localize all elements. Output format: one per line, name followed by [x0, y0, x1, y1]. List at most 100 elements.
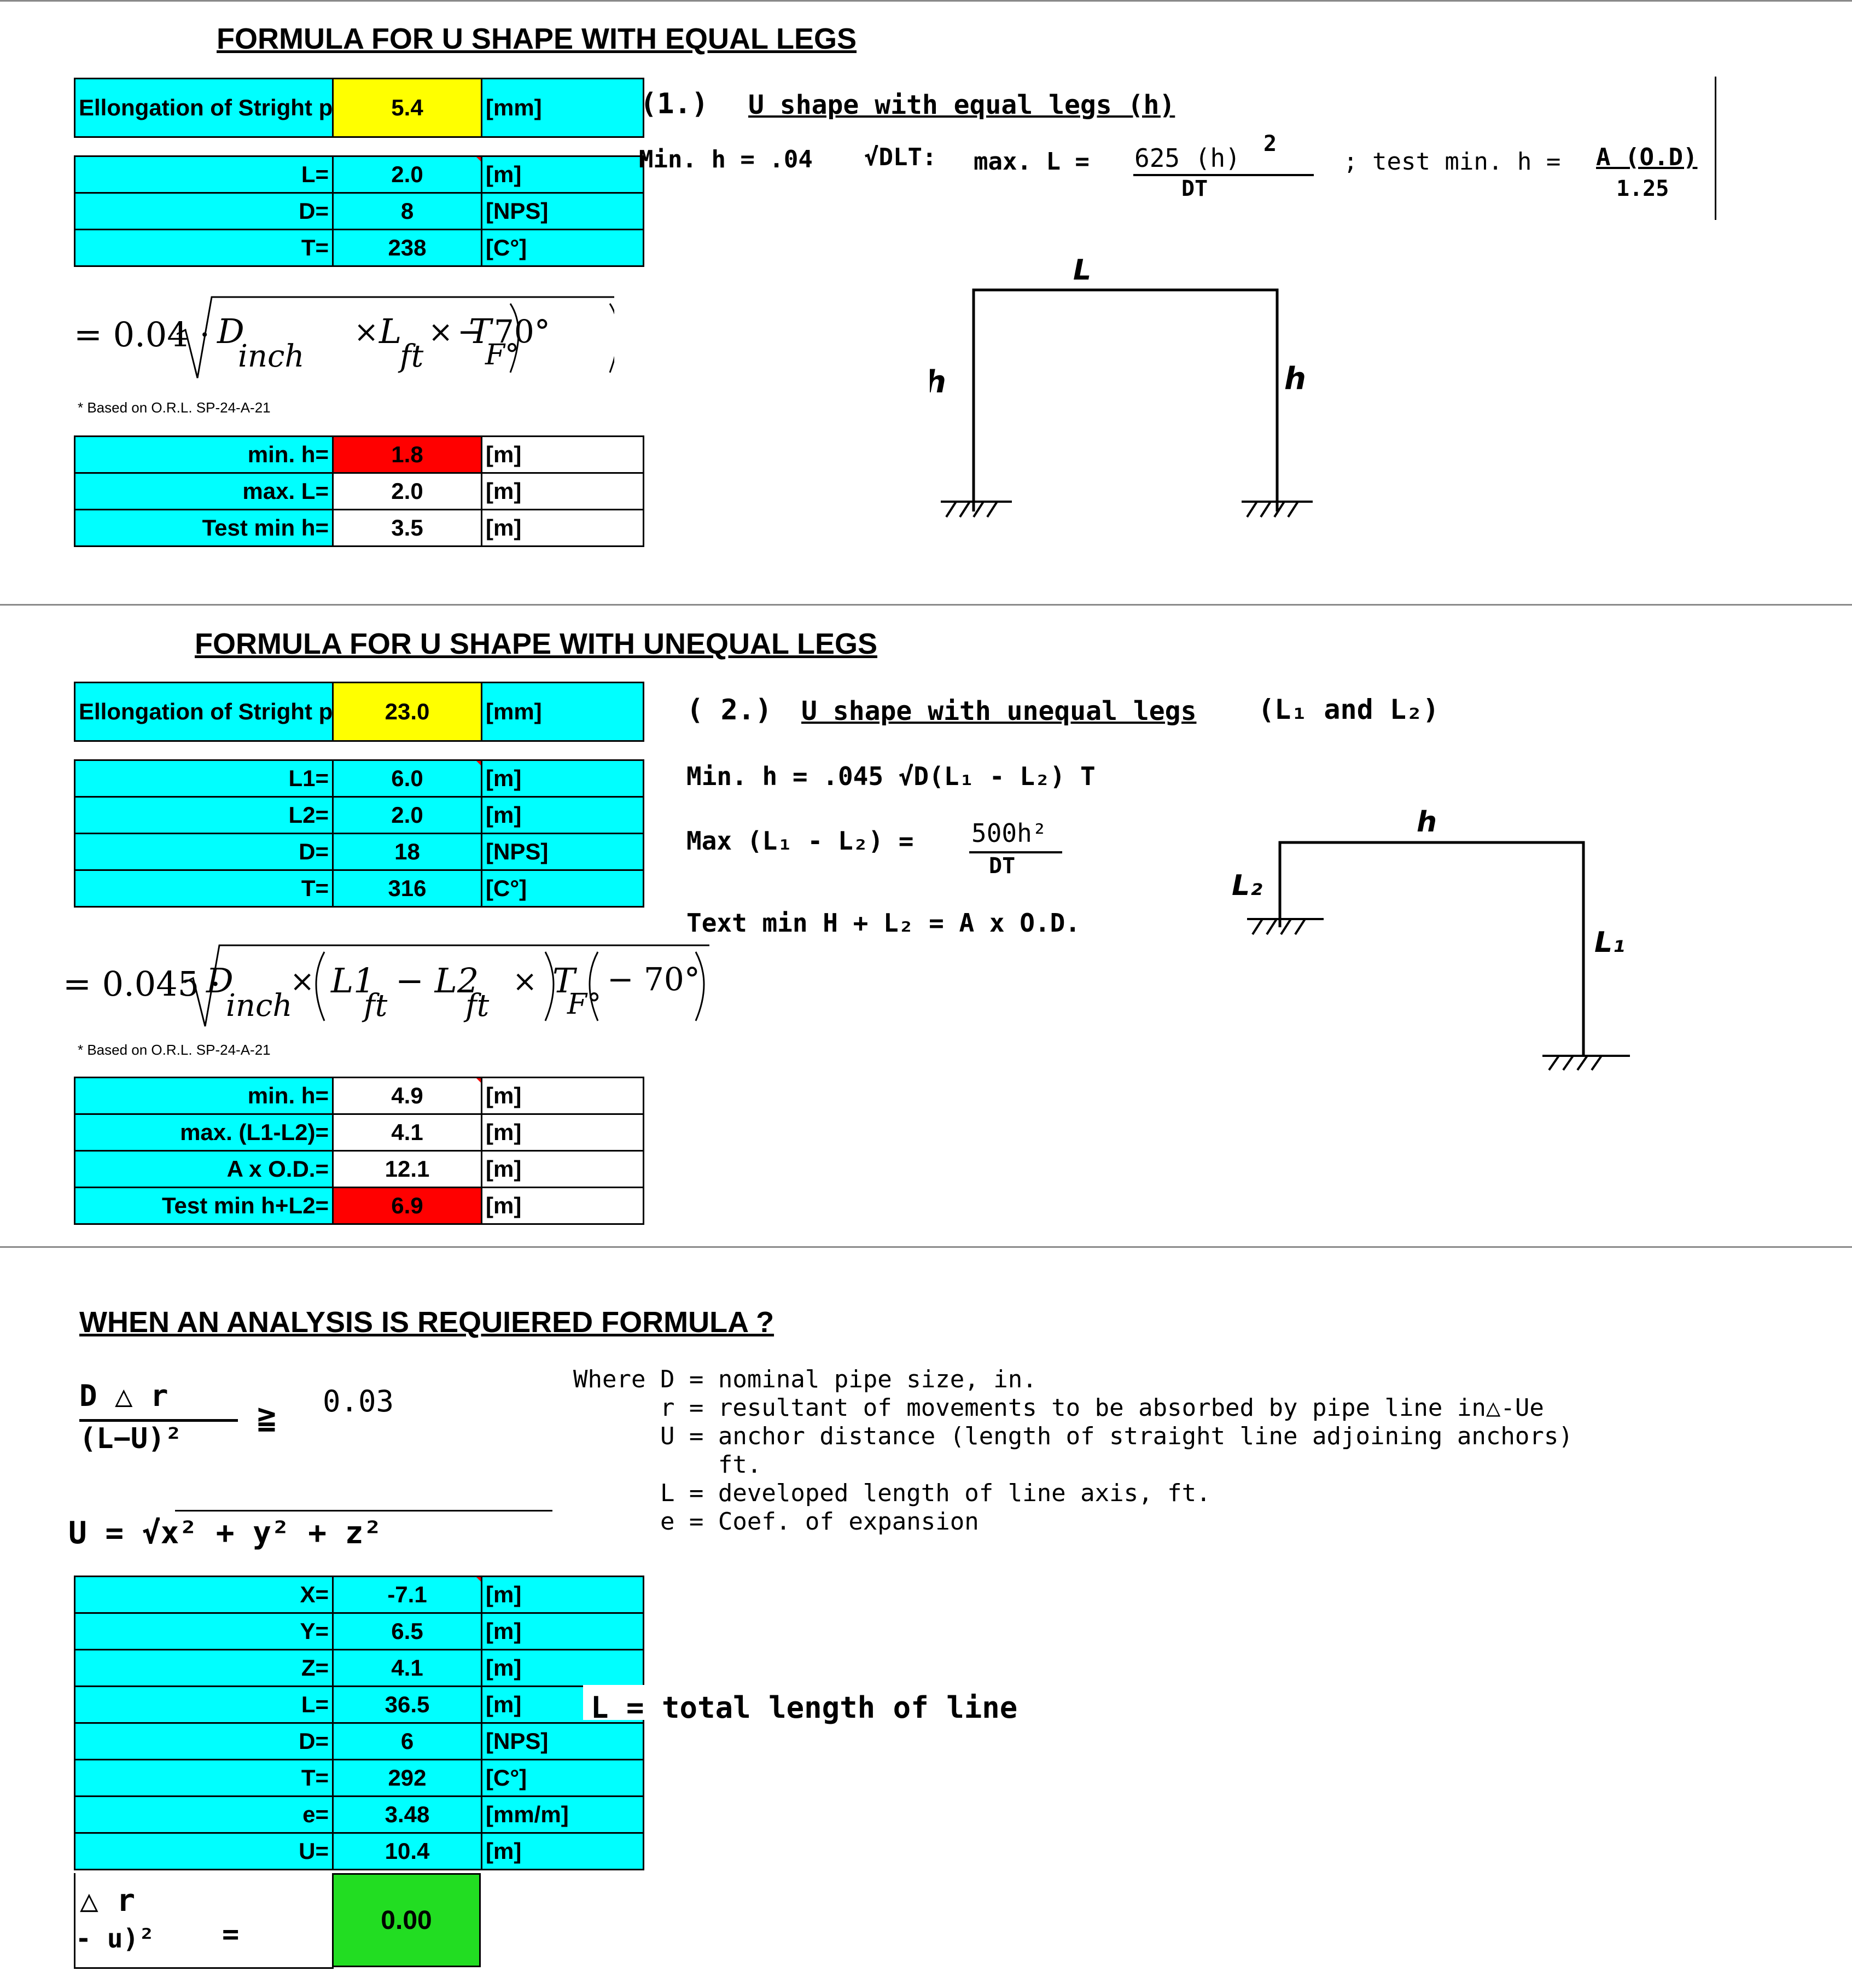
- input-value-D[interactable]: 6: [332, 1722, 482, 1760]
- input-value-e[interactable]: 3.48: [332, 1795, 482, 1834]
- elongation-value[interactable]: 5.4: [332, 78, 482, 138]
- where-line: Where D = nominal pipe size, in.: [573, 1365, 1037, 1393]
- result-label: min. h=: [74, 435, 334, 474]
- diag2-label-left: L₂: [1232, 869, 1262, 902]
- input-value-L[interactable]: 36.5: [332, 1685, 482, 1724]
- result-label: max. (L1-L2)=: [74, 1113, 334, 1152]
- input-value-T[interactable]: 316: [332, 869, 482, 908]
- elongation-unit: [mm]: [481, 682, 644, 742]
- section3-title: WHEN AN ANALYSIS IS REQUIERED FORMULA ?: [79, 1306, 774, 1339]
- input-unit: [m]: [481, 155, 644, 194]
- formula-t: T: [552, 961, 575, 1001]
- result-test-min-h-l2: 6.9: [332, 1187, 482, 1225]
- result-unit: [m]: [481, 509, 644, 547]
- input-value-T[interactable]: 292: [332, 1759, 482, 1797]
- top-border: [0, 0, 1852, 2]
- input-label: D=: [74, 833, 334, 871]
- sqrt-sign: [184, 944, 709, 1027]
- table-row: X= -7.1 [m]: [74, 1576, 644, 1614]
- table-row: e= 3.48 [mm/m]: [74, 1795, 644, 1834]
- result-label: Test min h+L2=: [74, 1187, 334, 1225]
- table-row: Y= 6.5 [m]: [74, 1612, 644, 1650]
- elongation-value[interactable]: 23.0: [332, 682, 482, 742]
- result-unit: [m]: [481, 1187, 644, 1225]
- formula-times: ×: [290, 964, 315, 998]
- table-row: max. L= 2.0 [m]: [74, 472, 644, 510]
- table-row: min. h= 1.8 [m]: [74, 435, 644, 474]
- table-row: Test min h= 3.5 [m]: [74, 509, 644, 547]
- l-note-mask: [583, 1685, 665, 1720]
- formula-t-sub: F°: [567, 988, 602, 1021]
- section2-formula: = 0.045 · D inch × L1 ft − L2 ft × T F° …: [63, 937, 709, 1030]
- scan1-test: ; test min. h =: [1343, 148, 1561, 176]
- diag2-label-right: L₁: [1594, 926, 1625, 959]
- input-value-X[interactable]: -7.1: [332, 1576, 482, 1614]
- result-label: min. h=: [74, 1077, 334, 1115]
- result-value: 0.00: [332, 1873, 481, 1967]
- table-row: L1= 6.0 [m]: [74, 759, 644, 798]
- u-formula-radical-bar: [175, 1510, 552, 1512]
- criterion-numerator: D △ r: [79, 1379, 168, 1413]
- input-unit: [NPS]: [481, 192, 644, 230]
- input-unit: [mm/m]: [481, 1795, 644, 1834]
- table-row: T= 316 [C°]: [74, 869, 644, 908]
- input-label: L2=: [74, 796, 334, 834]
- scan1-sqrt: √DLT:: [864, 143, 937, 171]
- formula-t: T: [469, 311, 492, 351]
- diag2-label-top: h: [1417, 806, 1437, 839]
- result-unit: [m]: [481, 1113, 644, 1152]
- input-value-D[interactable]: 8: [332, 192, 482, 230]
- input-value-L[interactable]: 2.0: [332, 155, 482, 194]
- diag1-label-top: L: [1073, 254, 1091, 287]
- scan1-frac-bar: [1133, 174, 1314, 176]
- table-row: D= 8 [NPS]: [74, 192, 644, 230]
- result-formula-eq: =: [222, 1918, 240, 1951]
- result-test-min-h: 3.5: [332, 509, 482, 547]
- where-block: Where D = nominal pipe size, in. r = res…: [573, 1365, 1573, 1536]
- input-value-L1[interactable]: 6.0: [332, 759, 482, 798]
- criterion-denominator: (L−U)²: [79, 1422, 182, 1455]
- result-min-h: 4.9: [332, 1077, 482, 1115]
- section1-title: FORMULA FOR U SHAPE WITH EQUAL LEGS: [217, 22, 857, 55]
- scan1-frac-den: DT: [1181, 176, 1208, 201]
- input-value-Z[interactable]: 4.1: [332, 1649, 482, 1687]
- section2-note: * Based on O.R.L. SP-24-A-21: [78, 1042, 271, 1058]
- input-label: X=: [74, 1576, 334, 1614]
- input-unit: [C°]: [481, 1759, 644, 1797]
- input-label: T=: [74, 1759, 334, 1797]
- input-value-D[interactable]: 18: [332, 833, 482, 871]
- result-label: max. L=: [74, 472, 334, 510]
- scan2-line2: Max (L₁ - L₂) =: [686, 826, 914, 856]
- table-row: Z= 4.1 [m]: [74, 1649, 644, 1687]
- input-label: Z=: [74, 1649, 334, 1687]
- section1-input-table: L= 2.0 [m] D= 8 [NPS] T= 238 [C°]: [74, 155, 644, 267]
- formula-l2-sub: ft: [465, 988, 490, 1024]
- scan1-u-diagram: L h h: [930, 254, 1313, 518]
- sqrt-sign: [177, 296, 614, 379]
- formula-d-sub: inch: [226, 988, 293, 1024]
- input-unit: [m]: [481, 759, 644, 798]
- scan1-maxL: max. L =: [974, 148, 1090, 176]
- scan1-number: (1.): [640, 88, 709, 120]
- input-unit: [m]: [481, 1649, 644, 1687]
- l-note: L = total length of line: [591, 1690, 1018, 1725]
- formula-d: D: [217, 311, 244, 351]
- section1-formula: = 0.04 · D inch × L ft × T F°: [74, 287, 614, 380]
- scan1-edge-line: [1715, 77, 1716, 220]
- input-value-U: 10.4: [332, 1832, 482, 1870]
- input-value-Y[interactable]: 6.5: [332, 1612, 482, 1650]
- result-unit: [m]: [481, 435, 644, 474]
- formula-times: ×: [512, 964, 538, 998]
- formula-t-sub: F°: [485, 339, 520, 371]
- scan2-u-diagram: h L₂ L₁: [1232, 806, 1630, 1071]
- input-label: e=: [74, 1795, 334, 1834]
- table-row: L= 2.0 [m]: [74, 155, 644, 194]
- input-value-T[interactable]: 238: [332, 229, 482, 267]
- result-formula-num: △ r: [80, 1883, 136, 1919]
- input-label: T=: [74, 869, 334, 908]
- section2-results-table: min. h= 4.9 [m] max. (L1-L2)= 4.1 [m] A …: [74, 1077, 644, 1225]
- input-unit: [C°]: [481, 869, 644, 908]
- input-value-L2[interactable]: 2.0: [332, 796, 482, 834]
- where-line: r = resultant of movements to be absorbe…: [573, 1394, 1544, 1422]
- formula-l2: − L2: [395, 961, 479, 1001]
